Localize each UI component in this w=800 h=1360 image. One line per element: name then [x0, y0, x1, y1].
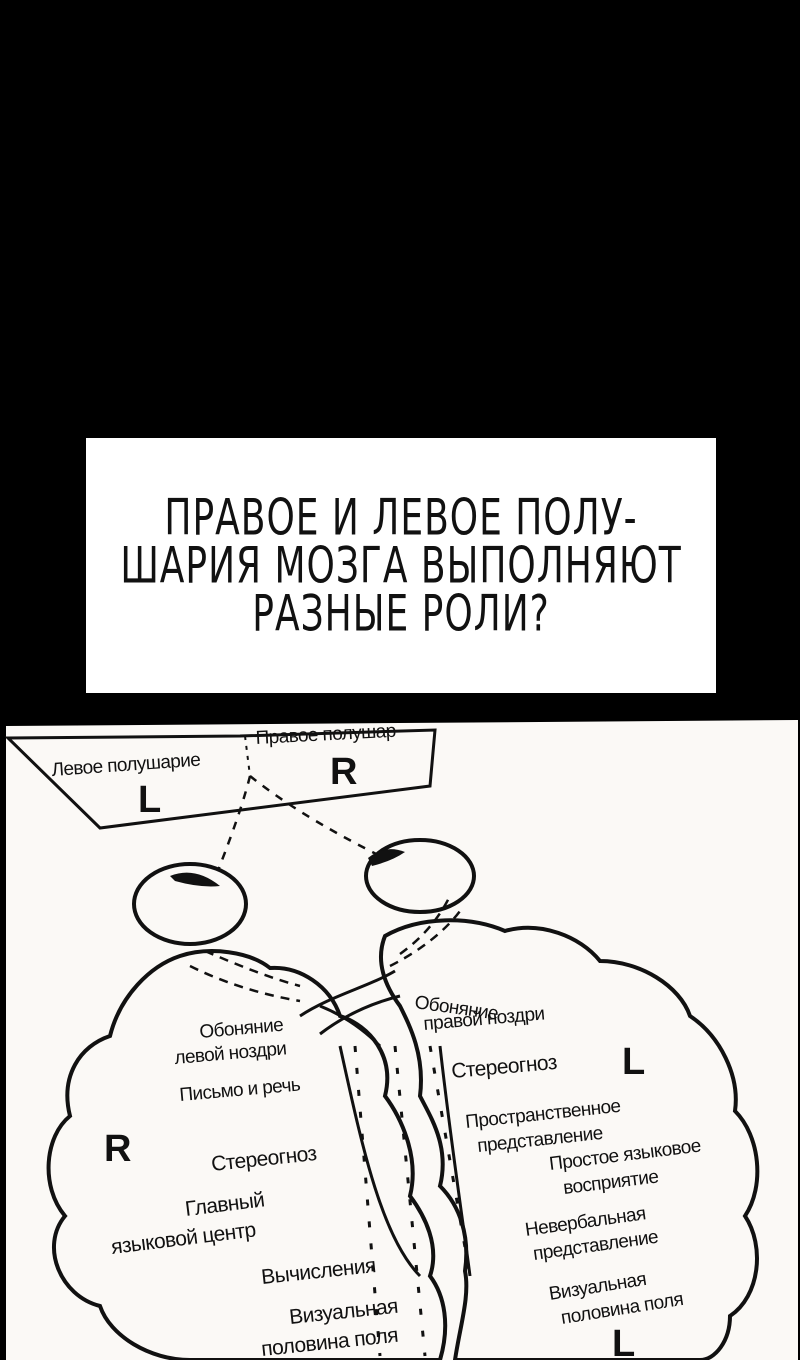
right-hemisphere	[379, 918, 760, 1360]
caption-box: ПРАВОЕ И ЛЕВОЕ ПОЛУ- ШАРИЯ МОЗГА ВЫПОЛНЯ…	[86, 438, 716, 693]
caption-line-2: ШАРИЯ МОЗГА ВЫПОЛНЯЮТ	[120, 536, 682, 595]
caption-line-3: РАЗНЫЕ РОЛИ?	[252, 584, 550, 643]
screen-divider	[244, 735, 251, 777]
left-optic-dashed-2	[204, 949, 301, 988]
left-eye	[132, 862, 248, 946]
optic-nerve-left-edge	[319, 994, 401, 1036]
left-pupil	[170, 872, 220, 887]
right-brain-bottom-letter: L	[612, 1323, 635, 1360]
right-optic-dashed-2	[399, 895, 452, 956]
caption-line-1: ПРАВОЕ И ЛЕВОЕ ПОЛУ-	[164, 488, 638, 547]
right-optic-dashed	[389, 910, 461, 968]
brain-diagram: Левое полушарие Правое полушар L R R Обо…	[4, 720, 798, 1360]
channel-edge-left	[338, 1045, 422, 1278]
brain-diagram-panel: Левое полушарие Правое полушар L R R Обо…	[0, 716, 800, 1360]
channel-dashes-2	[393, 1045, 427, 1357]
optic-nerve-right	[319, 1004, 382, 1048]
optic-nerve-left	[299, 969, 396, 1018]
screen-right-letter: R	[330, 751, 357, 793]
hemisphere-screen	[4, 728, 437, 830]
channel-dashes-1	[353, 1045, 382, 1357]
channel-edge-right	[438, 1045, 472, 1277]
right-pupil	[368, 849, 405, 866]
screen-left-letter: L	[138, 779, 161, 821]
right-view-line	[249, 775, 401, 868]
right-brain-letter: L	[622, 1041, 645, 1083]
left-brain-letter: R	[104, 1128, 131, 1170]
